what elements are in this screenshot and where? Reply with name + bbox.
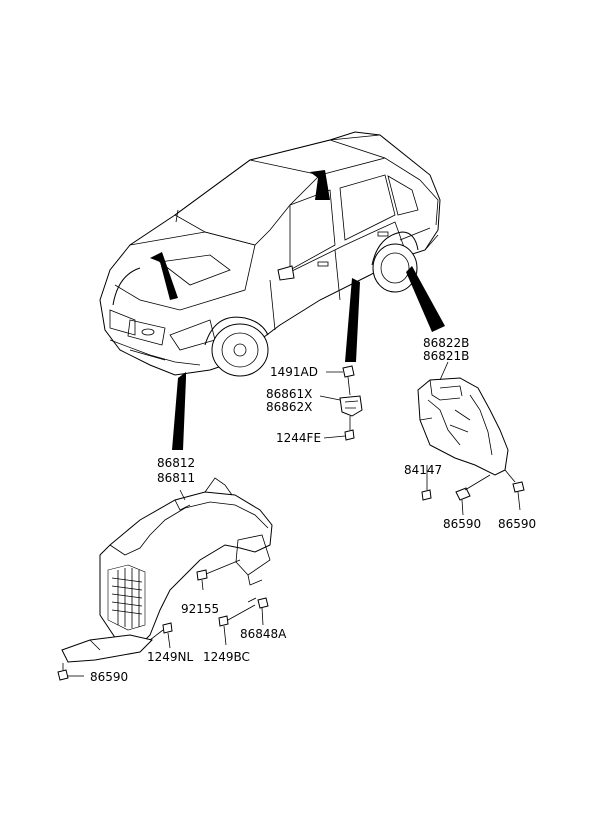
mud-guard-arrow bbox=[345, 278, 360, 362]
nut-86590-front-icon bbox=[57, 669, 69, 681]
label-86861x: 86861X bbox=[266, 387, 312, 401]
callout-arrows bbox=[150, 170, 445, 450]
label-86590-rear-left: 86590 bbox=[443, 517, 481, 531]
clip-86848a-icon bbox=[257, 597, 269, 609]
rear-liner-arrow bbox=[406, 266, 445, 332]
label-86821b: 86821B bbox=[423, 349, 469, 363]
car-illustration bbox=[99, 131, 441, 377]
label-86822b: 86822B bbox=[423, 336, 469, 350]
rear-wheel-guard bbox=[417, 361, 525, 516]
clip-84147-icon bbox=[421, 489, 432, 501]
label-1249nl: 1249NL bbox=[147, 650, 194, 664]
roof-arrow bbox=[310, 170, 330, 200]
bolt-1249bc-icon bbox=[218, 615, 229, 627]
bolt-1244fe-icon bbox=[344, 429, 355, 441]
label-1244fe: 1244FE bbox=[276, 431, 321, 445]
label-86590-rear-right: 86590 bbox=[498, 517, 536, 531]
label-1249bc: 1249BC bbox=[203, 650, 250, 664]
label-86590-front: 86590 bbox=[90, 670, 128, 684]
nut-86590-rear-left-icon bbox=[455, 487, 471, 501]
mud-guard-86861x-icon bbox=[339, 395, 363, 417]
label-84147: 84147 bbox=[404, 463, 442, 477]
label-86811: 86811 bbox=[157, 471, 195, 485]
label-1491ad: 1491AD bbox=[270, 365, 318, 379]
part-labels: 86812 86811 92155 86848A 1249NL 1249BC 8… bbox=[90, 336, 536, 684]
label-86812: 86812 bbox=[157, 456, 195, 470]
nut-86590-rear-right-icon bbox=[512, 481, 525, 493]
clip-1491ad-icon bbox=[342, 365, 355, 378]
label-86848a: 86848A bbox=[240, 627, 287, 641]
hood-arrow bbox=[150, 252, 178, 300]
front-wheel-guard bbox=[61, 477, 273, 663]
mud-guard-parts bbox=[319, 365, 363, 441]
front-liner-arrow bbox=[172, 372, 186, 450]
bolt-1249nl-icon bbox=[162, 622, 173, 634]
screw-92155-icon bbox=[196, 569, 208, 581]
label-92155: 92155 bbox=[181, 602, 219, 616]
front-fasteners bbox=[57, 559, 269, 681]
label-86862x: 86862X bbox=[266, 400, 312, 414]
front-liner-leader bbox=[179, 489, 186, 501]
